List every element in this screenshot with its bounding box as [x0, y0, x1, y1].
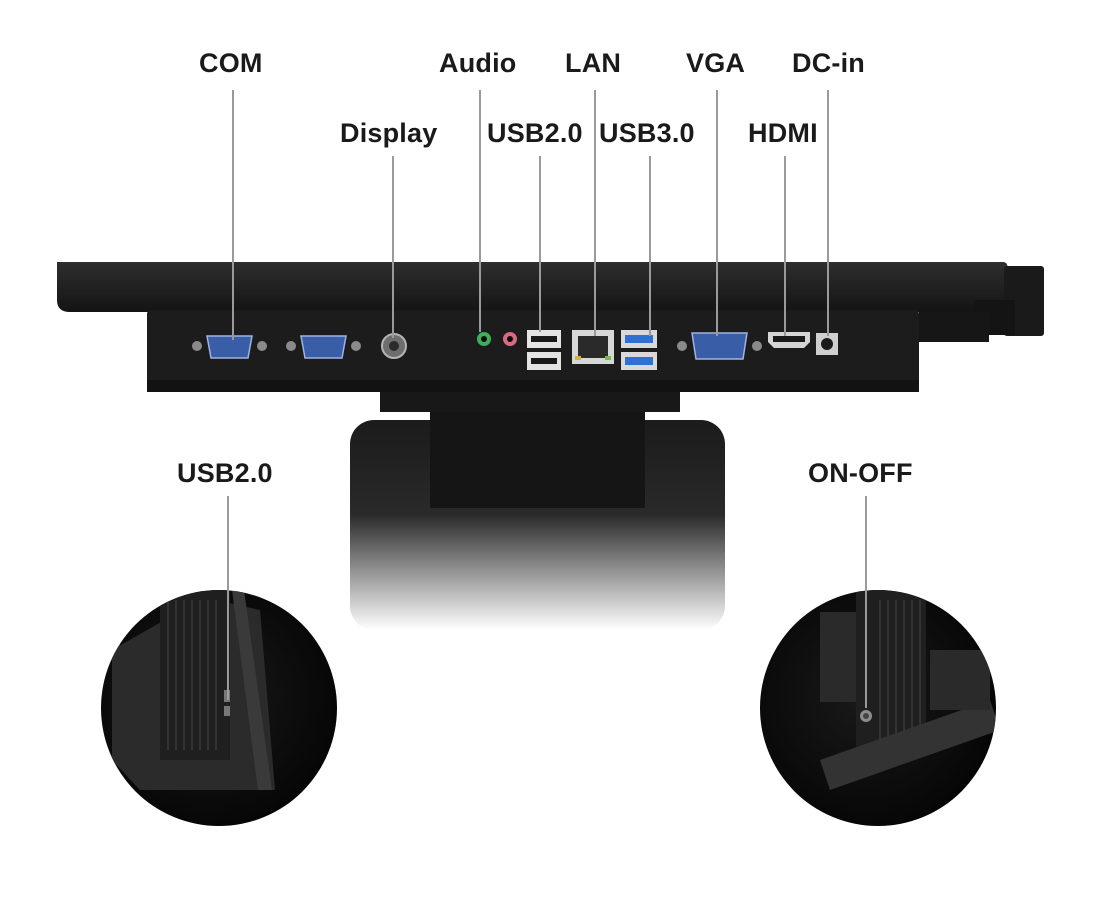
label-usb30: USB3.0 [599, 118, 695, 148]
usb30-ports [621, 330, 657, 370]
lan-port [572, 330, 614, 364]
label-audio: Audio [439, 48, 517, 78]
stand [350, 392, 725, 630]
leader-lines [232, 90, 829, 340]
io-ports [192, 330, 838, 370]
audio-jacks [477, 332, 517, 346]
label-usb20-side: USB2.0 [177, 458, 273, 488]
label-lan: LAN [565, 48, 622, 78]
right-inset-circle [760, 496, 996, 826]
dc-in-port [816, 333, 838, 355]
label-vga: VGA [686, 48, 746, 78]
hdmi-port [768, 332, 810, 348]
label-usb20-top: USB2.0 [487, 118, 583, 148]
left-inset-circle [101, 496, 337, 826]
vga-port [677, 332, 762, 360]
label-on-off: ON-OFF [808, 458, 913, 488]
com-port-2 [286, 335, 361, 359]
label-com: COM [199, 48, 263, 78]
label-display: Display [340, 118, 438, 148]
monitor-body [57, 262, 1044, 392]
usb20-ports [527, 330, 561, 370]
label-dc-in: DC-in [792, 48, 865, 78]
label-hdmi: HDMI [748, 118, 818, 148]
com-port-1 [192, 335, 267, 359]
